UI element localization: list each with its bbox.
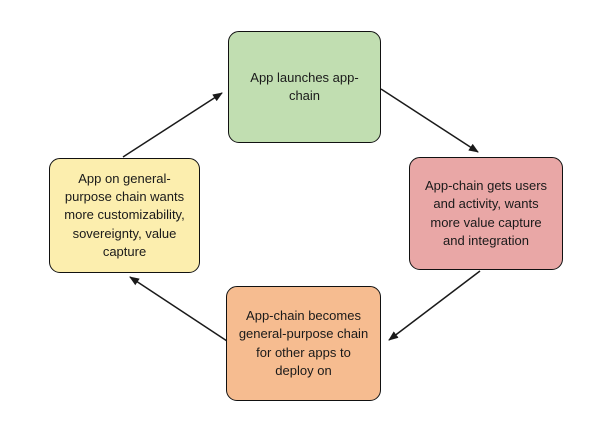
node-app-launches-app-chain: App launches app-chain bbox=[228, 31, 381, 143]
node-label: App launches app-chain bbox=[250, 69, 359, 103]
node-app-on-general-purpose-chain: App on general-purpose chain wants more … bbox=[49, 158, 200, 273]
edge-top-to-right-arrow bbox=[380, 88, 479, 153]
node-label: App-chain becomes general-purpose chain … bbox=[238, 308, 369, 378]
edge-left-to-top-arrow bbox=[122, 92, 223, 158]
node-label: App-chain gets users and activity, wants… bbox=[424, 178, 548, 248]
edge-right-to-bottom-arrow bbox=[388, 270, 481, 341]
edge-bottom-to-left-arrow bbox=[129, 276, 228, 342]
node-app-chain-gets-users: App-chain gets users and activity, wants… bbox=[409, 157, 563, 270]
node-label: App on general-purpose chain wants more … bbox=[64, 171, 185, 259]
node-app-chain-becomes-general-purpose: App-chain becomes general-purpose chain … bbox=[226, 286, 381, 401]
